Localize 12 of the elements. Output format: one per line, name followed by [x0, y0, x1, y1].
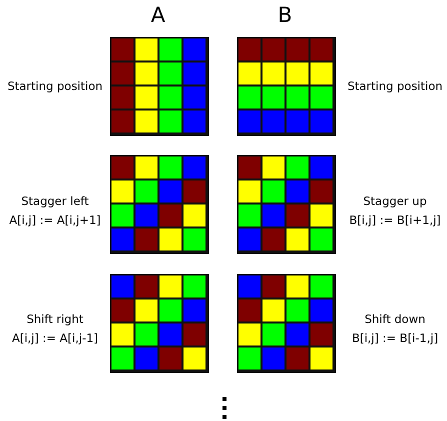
row-label: Stagger left [21, 193, 89, 209]
row-label: Stagger up [363, 193, 427, 209]
row-label: Starting position [347, 78, 443, 94]
row-label: B[i,j] := B[i-1,j] [352, 330, 438, 346]
column-heading: B [278, 2, 292, 28]
row-label: Starting position [7, 78, 103, 94]
row-label: Shift down [364, 311, 426, 327]
column-heading: A [150, 2, 166, 28]
row-label: A[i,j] := A[i,j-1] [12, 330, 98, 346]
row-label: A[i,j] := A[i,j+1] [9, 212, 101, 228]
row-label: B[i,j] := B[i+1,j] [349, 212, 441, 228]
row-label: Shift right [26, 311, 84, 327]
